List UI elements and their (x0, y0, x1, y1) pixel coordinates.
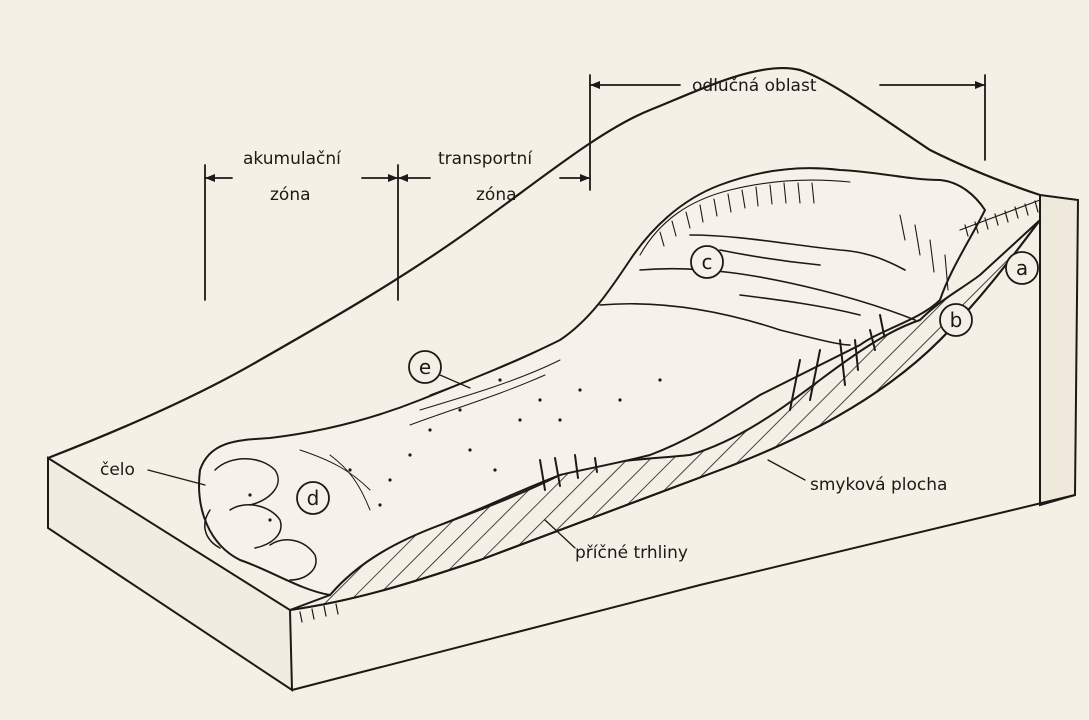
marker-d-letter: d (307, 486, 320, 510)
block-right-face (1040, 195, 1078, 505)
marker-b: b (940, 304, 972, 336)
marker-b-letter: b (950, 308, 963, 332)
marker-a-letter: a (1016, 256, 1028, 280)
label-odlucna-oblast: odlučná oblast (692, 76, 817, 96)
marker-c-letter: c (702, 250, 713, 274)
label-transportni-1: transportní (438, 149, 533, 169)
label-pricne-trhliny: příčné trhliny (575, 543, 688, 563)
marker-a: a (1006, 252, 1038, 284)
marker-c: c (691, 246, 723, 278)
label-smykova-plocha: smyková plocha (810, 475, 947, 495)
label-akumulacni-1: akumulační (243, 149, 342, 169)
label-celo: čelo (100, 460, 135, 480)
label-transportni-2: zóna (476, 185, 517, 205)
label-akumulacni-2: zóna (270, 185, 311, 205)
marker-e-letter: e (419, 355, 431, 379)
marker-d: d (297, 482, 329, 514)
